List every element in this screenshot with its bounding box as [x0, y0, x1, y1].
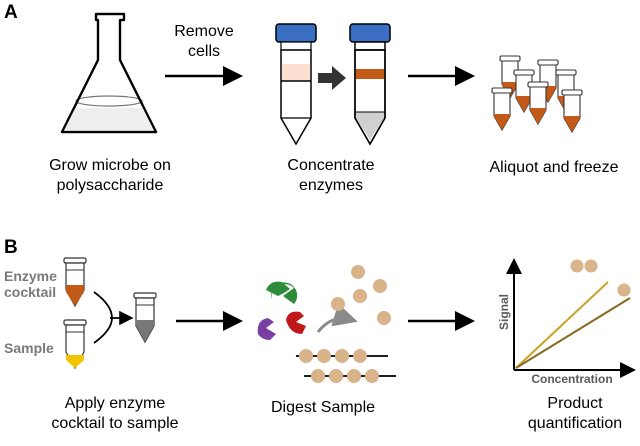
polysaccharide-chains: [296, 349, 396, 383]
product-dot: [617, 283, 631, 297]
chain-bead: [347, 369, 361, 383]
chain-bead: [329, 369, 343, 383]
aliquot-tube: [491, 87, 513, 132]
product-dot: [570, 259, 584, 273]
released-products: [331, 265, 391, 325]
step-concentrate-label: Concentrate enzymes: [287, 157, 375, 194]
calibration-line-1: [515, 281, 609, 369]
aliquot-tube: [527, 81, 549, 126]
y-axis-label: Signal: [497, 294, 511, 330]
step-grow-label: Grow microbe on polysaccharide: [49, 157, 171, 194]
panel-label-a: A: [4, 2, 18, 23]
product-dot: [584, 259, 598, 273]
product-bead: [331, 297, 345, 311]
calibration-plot: Signal Concentration: [497, 258, 636, 386]
step-quantify-label: Product quantification: [527, 395, 623, 432]
enzyme-red-icon: [286, 311, 306, 334]
sample-tube: [63, 319, 87, 370]
panel-label-b: B: [4, 237, 18, 258]
step-digest-label: Digest Sample: [270, 399, 376, 416]
chain-bead: [311, 369, 325, 383]
aliquot-tubes: [491, 55, 583, 134]
enzyme-cocktail-label: Enzyme cocktail: [4, 268, 57, 300]
remove-cells-label: Remove cells: [174, 23, 234, 60]
chain-bead: [365, 369, 379, 383]
enzyme-cocktail-tube: [63, 257, 87, 308]
chain-bead: [335, 349, 349, 363]
erlenmeyer-flask: [60, 12, 158, 134]
enzyme-green-icon: [271, 282, 298, 304]
sample-label: Sample: [4, 340, 54, 356]
falcon-tube-concentrated: [349, 23, 391, 146]
chain-bead: [353, 349, 367, 363]
step-aliquot-label: Aliquot and freeze: [489, 159, 619, 176]
x-axis-label: Concentration: [531, 372, 612, 386]
product-bead: [351, 265, 365, 279]
falcon-tube-dilute: [275, 23, 317, 146]
aliquot-tube: [561, 89, 583, 134]
product-bead: [353, 289, 367, 303]
calibration-line-2: [515, 297, 631, 369]
product-bead: [377, 311, 391, 325]
merge-curve: [93, 291, 113, 344]
product-bead: [373, 279, 387, 293]
concentrate-arrow: [318, 66, 346, 90]
mixed-tube: [133, 292, 157, 344]
enzyme-purple-icon: [257, 318, 276, 340]
chain-bead: [299, 349, 313, 363]
step-apply-label: Apply enzyme cocktail to sample: [51, 395, 179, 432]
digest-arrow: [316, 303, 358, 333]
chain-bead: [317, 349, 331, 363]
enzyme-green-shape: [266, 281, 290, 296]
